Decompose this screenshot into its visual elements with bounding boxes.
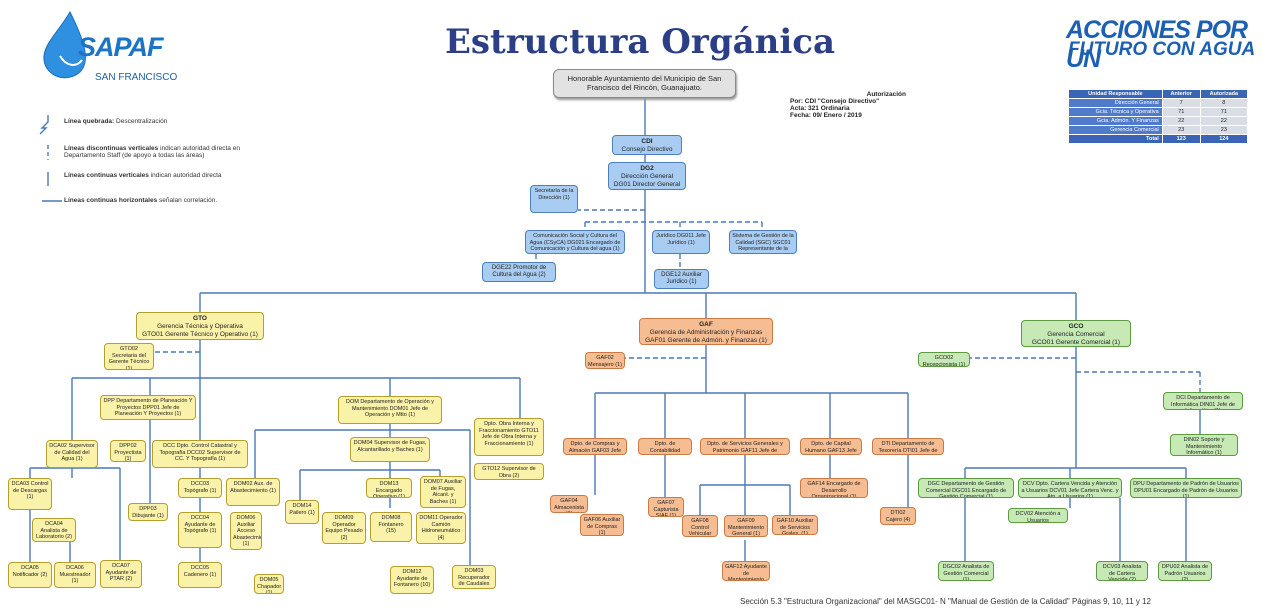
node-dcc: DCC Dpto. Control Catastral y Topografía… <box>152 440 248 468</box>
node-gaf-tesoreria: DTI Departamento de Tesorería DTI01 Jefe… <box>872 438 944 455</box>
table-header: Anterior <box>1161 89 1201 99</box>
auth-line1: Por: CDI "Consejo Directivo" <box>790 98 880 105</box>
auth-line3: Fecha: 09/ Enero / 2019 <box>790 112 862 119</box>
node-dca05: DCA05 Notificador (2) <box>8 562 52 588</box>
legend-item-discontinuas: Líneas discontinuas verticales indican a… <box>64 145 240 159</box>
node-gto12: GTO12 Supervisor de Obra (2) <box>474 463 544 480</box>
node-juridico: Jurídico DG011 Jefe Jurídico (1) <box>652 230 710 254</box>
legend-item-quebrada: Línea quebrada: Descentralización <box>64 118 168 125</box>
staff-stats-table: Unidad Responsable Anterior Autorizada D… <box>1068 89 1249 144</box>
node-gaf08: GAF08 Control Vehicular (1) <box>682 515 718 537</box>
node-gco02: GCO02 Recepcionista (1) <box>918 352 970 367</box>
node-gco-gestion: DGC Departamento de Gestión Comercial DG… <box>918 478 1014 498</box>
node-dpp: DPP Departamento de Planeación Y Proyect… <box>100 395 196 420</box>
table-header: Autorizada <box>1199 89 1249 99</box>
node-dom11: DOM11 Operador Camión Hidroneumático (4) <box>416 512 466 544</box>
node-dcc03: DCC03 Topógrafo (1) <box>178 478 222 498</box>
node-gaf04: GAF04 Almacenista (1) <box>550 495 588 513</box>
legend-item-verticales: Líneas continuas verticales indican auto… <box>64 172 222 179</box>
node-dcv03: DCV03 Analista de Cartera Vencida (2) <box>1096 561 1148 581</box>
node-comunicacion: Comunicación Social y Cultura del Agua (… <box>525 230 625 254</box>
node-gaf-capital-humano: Dpto. de Capital Humano GAF13 Jefe de Ca… <box>800 438 862 455</box>
node-dom: DOM Departamento de Operación y Mantenim… <box>338 396 442 424</box>
node-gco-cartera: DCV Dpto. Cartera Vencida y Atención a U… <box>1018 478 1122 498</box>
node-gaf12: GAF12 Ayudante de Mantenimiento (1) <box>722 561 770 581</box>
node-gaf-contabilidad: Dpto. de Contabilidad GAF05 Jefe de Cont… <box>638 438 692 455</box>
auth-line2: Acta: 321 Ordinaria <box>790 105 850 112</box>
node-dom-supervisor: DOM04 Supervisor de Fugas, Alcantarillad… <box>350 437 430 462</box>
node-dom08: DOM08 Fontanero (15) <box>370 512 412 542</box>
node-dca02: DCA02 Supervisor de Calidad del Agua (1) <box>46 440 98 468</box>
node-gaf02: GAF02 Mensajero (1) <box>585 352 625 369</box>
node-gaf06: GAF06 Auxiliar de Compras (1) <box>580 514 624 536</box>
footer-section-note: Sección 5.3 "Estructura Organizacional" … <box>740 597 1151 606</box>
page-title: Estructura Orgánica <box>444 22 835 62</box>
node-promotor: DGE22 Promotor de Cultura del Agua (2) <box>482 262 556 282</box>
node-dca03: DCA03 Control de Descargas (1) <box>8 478 52 510</box>
node-gto02: GTO02 Secretaria del Gerente Técnico (1) <box>104 343 154 370</box>
legend-item-horizontales: Líneas continuas horizontales señalan co… <box>64 197 218 204</box>
node-dom12: DOM12 Ayudante de Fontanero (10) <box>390 566 434 594</box>
slogan-line1: ACCIONES POR UN <box>1066 16 1248 73</box>
node-gaf07: GAF07 Capturista SIAF (1) <box>648 497 684 517</box>
node-dom03: DOM03 Recuperador de Caudales (2) <box>452 565 496 589</box>
node-ayuntamiento: Honorable Ayuntamiento del Municipio de … <box>553 69 736 98</box>
node-gaf14: GAF14 Encargado de Desarrollo Organizaci… <box>800 478 868 498</box>
node-dti02: DTI02 Cajero (4) <box>880 507 916 525</box>
authorization-block: Autorización Por: CDI "Consejo Directivo… <box>790 91 906 119</box>
node-gco-padron: DPU Departamento de Padrón de Usuarios D… <box>1130 478 1242 498</box>
node-dcv02: DCV02 Atención a Usuarios <box>1008 508 1068 523</box>
node-dca07: DCA07 Ayudante de PTAR (2) <box>100 560 142 588</box>
node-calidad: Sistema de Gestión de la Calidad (SGC) S… <box>729 230 797 254</box>
auth-heading: Autorización <box>866 91 906 98</box>
node-gaf-servicios: Dpto. de Servicios Generales y Patrimoni… <box>700 438 790 455</box>
node-dom06: DOM06 Auxiliar Acceso Abastecimiento (1) <box>230 512 262 550</box>
node-dom02: DOM02 Aux. de Abastecimiento (1) <box>226 478 280 506</box>
node-aux-juridico: DGE12 Auxiliar Jurídico (1) <box>654 269 709 289</box>
node-gaf-compras: Dpto. de Compras y Almacén GAF03 Jefe de… <box>563 438 627 455</box>
node-dca04: DCA04 Analista de Laboratorio (2) <box>32 518 76 542</box>
node-obra: Dpto. Obra Interna y Fraccionamiento GTO… <box>474 418 544 456</box>
node-dcc04: DCC04 Ayudante de Topógrafo (1) <box>178 512 222 548</box>
node-gco-din02: DIN02 Soporte y Mantenimiento Informátic… <box>1170 434 1238 456</box>
node-gco-informatica: DCI Departamento de Informática DIN01 Je… <box>1163 392 1243 410</box>
node-dpu02: DPU02 Analista de Padrón Usuarios (2) <box>1158 561 1212 581</box>
node-gaf09: GAF09 Mantenimiento General (1) <box>724 515 768 537</box>
node-dca06: DCA06 Muestreador (1) <box>54 562 96 588</box>
node-dpp02: DPP02 Proyectista (1) <box>110 440 146 462</box>
node-dgc02: DGC02 Analista de Gestión Comercial (1) <box>938 561 994 581</box>
logo-city: SAN FRANCISCO <box>95 72 178 83</box>
table-header-row: Unidad Responsable Anterior Autorizada <box>1068 89 1249 99</box>
sapaf-logo: SAPAF <box>78 32 164 62</box>
node-dom09: DOM09 Operador Equipo Pesado (2) <box>322 512 366 544</box>
node-dom05: DOM05 Chapador (1) <box>254 574 284 594</box>
node-dom13: DOM13 Encargado Operativo (1) <box>366 478 412 498</box>
node-gaf10: GAF10 Auxiliar de Servicios Grales. (1) <box>772 515 818 535</box>
node-dom14: DOM14 Pailero (1) <box>285 500 319 524</box>
table-header: Unidad Responsable <box>1068 89 1163 99</box>
node-dcc05: DCC05 Cadenero (1) <box>178 562 222 588</box>
node-dg02: Secretaría de la Dirección (1) <box>530 185 578 213</box>
node-dpp03: DPP03 Dibujante (1) <box>128 503 168 521</box>
slogan-line2: FUTURO CON AGUA <box>1068 39 1256 60</box>
node-dom07: DOM07 Auxiliar de Fugas, Alcant. y Bache… <box>420 476 466 508</box>
